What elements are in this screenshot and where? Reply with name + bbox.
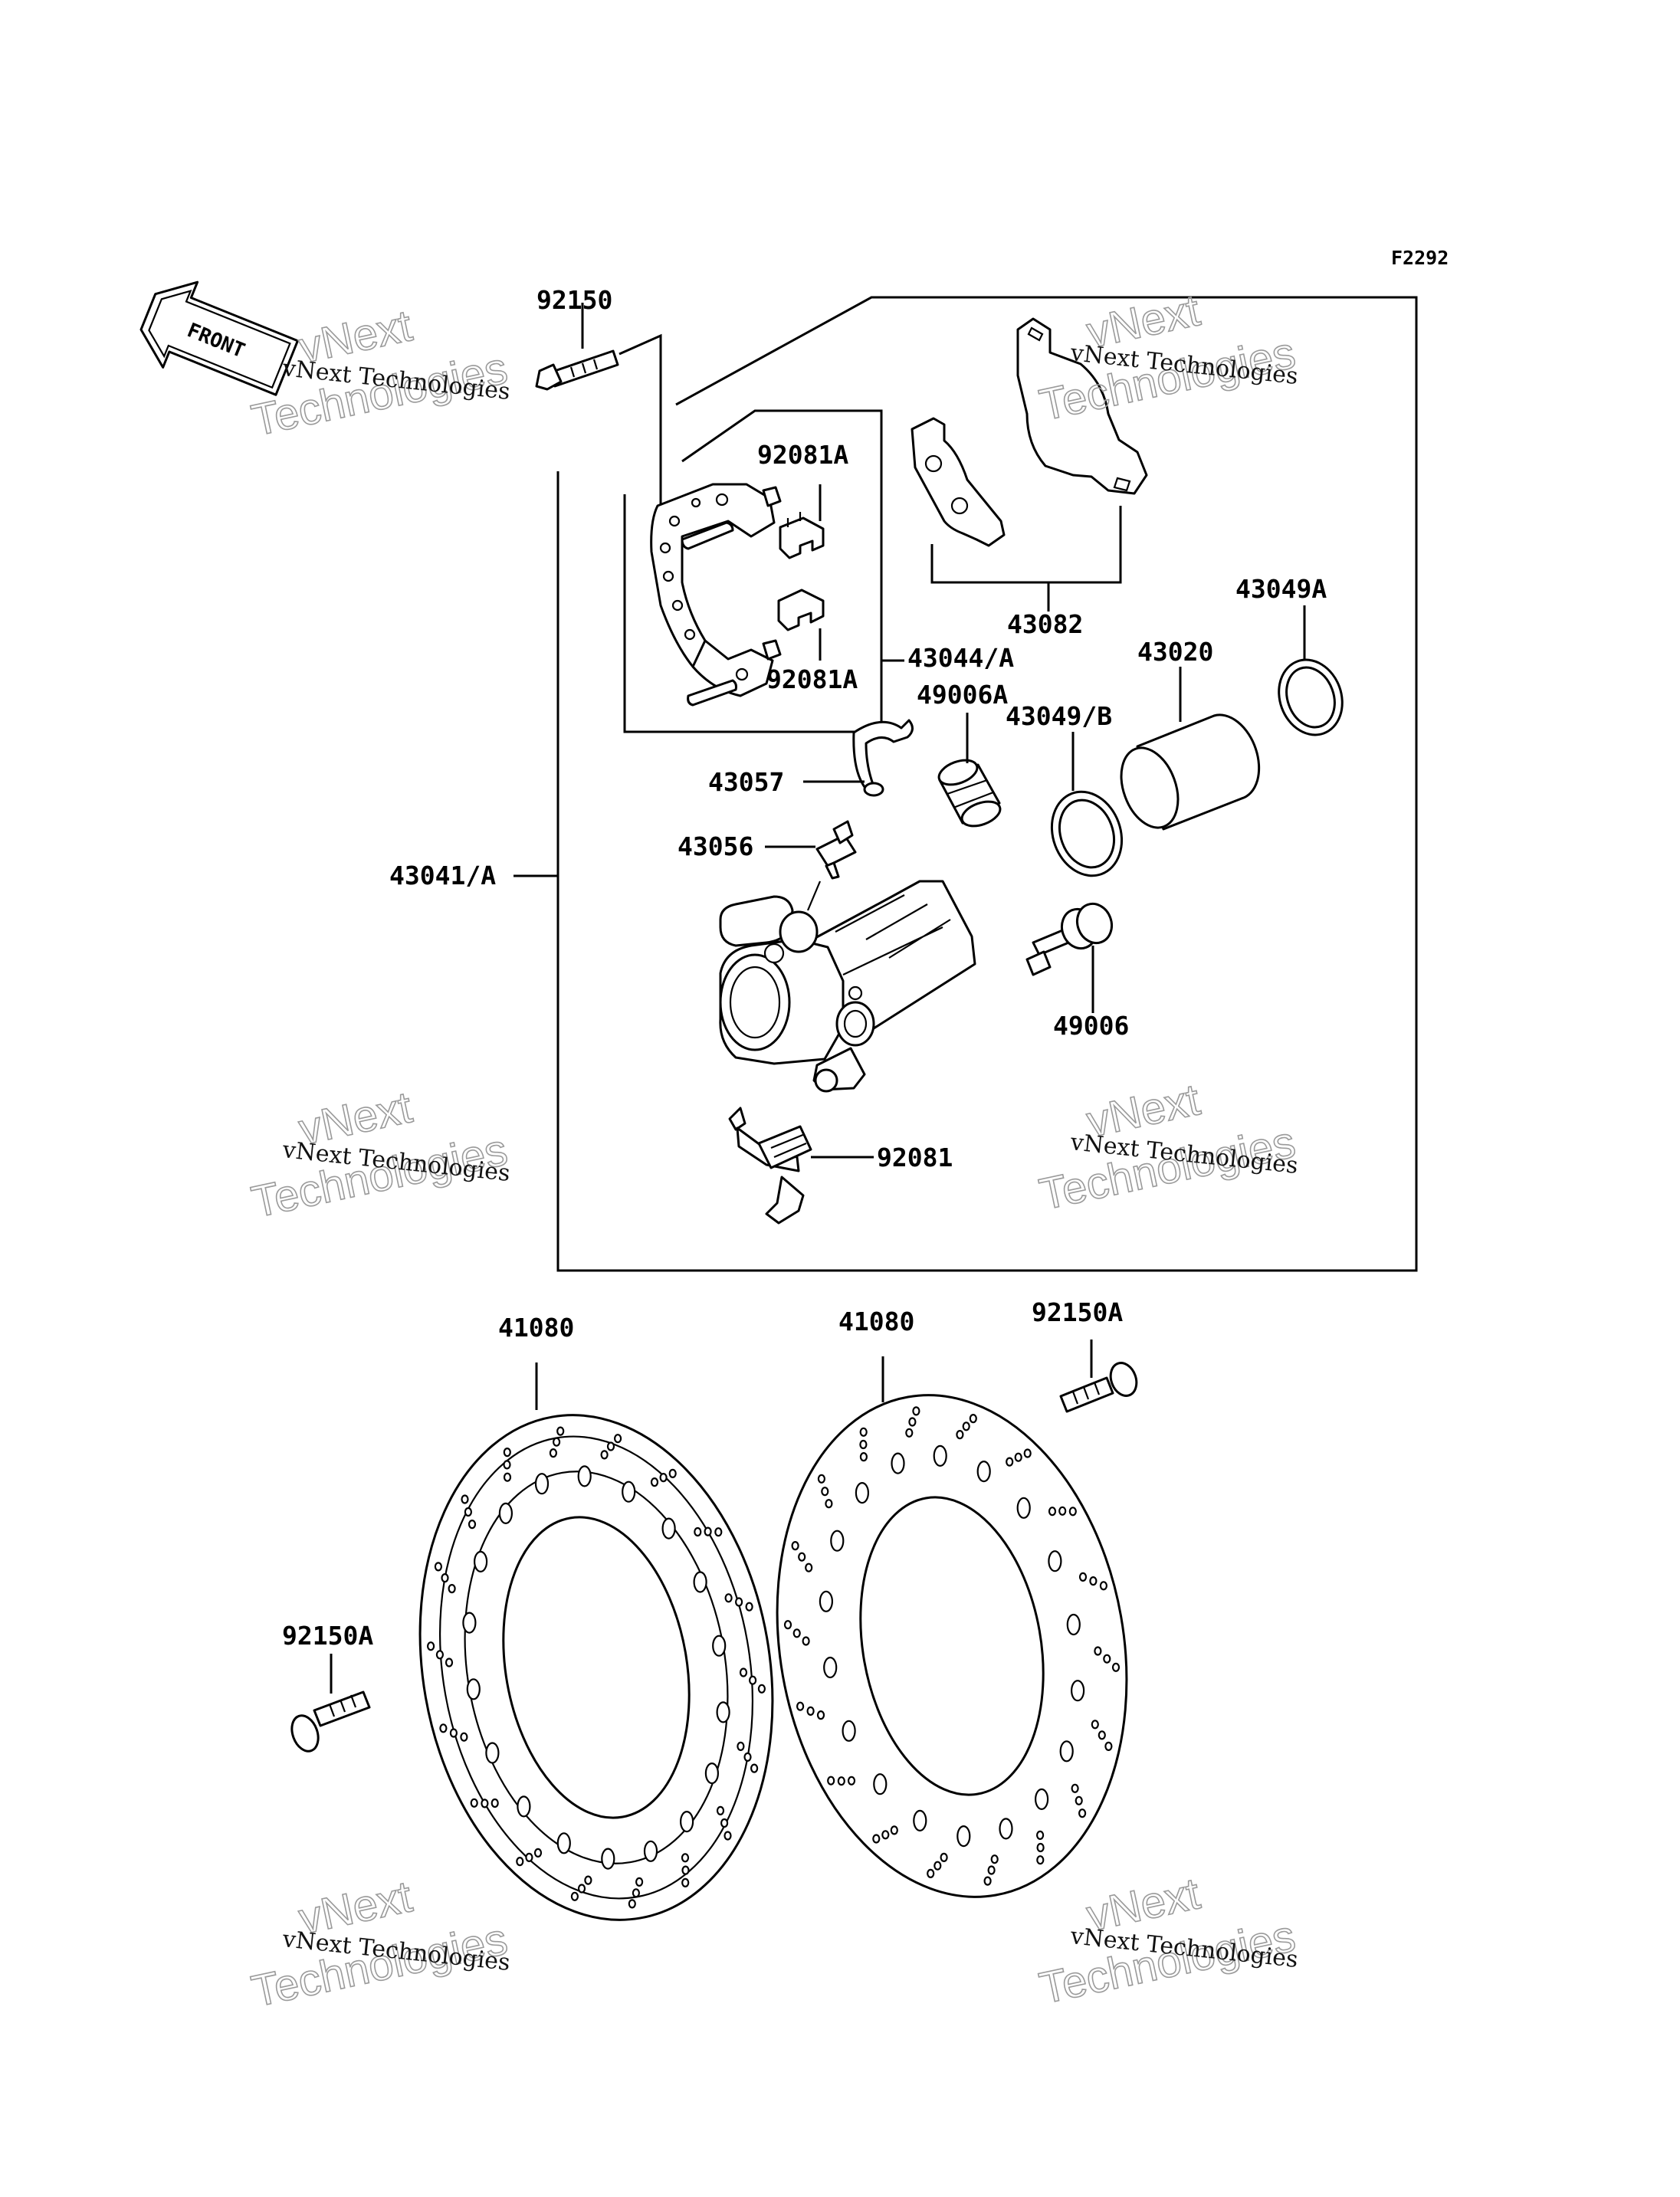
label-92081A-top: 92081A (757, 440, 848, 470)
pad-spring-92081A-top-icon (779, 512, 825, 559)
slide-pin-49006-icon (1025, 902, 1114, 976)
label-49006: 49006 (1053, 1011, 1129, 1041)
caliper-body-icon (719, 880, 976, 1093)
label-43056: 43056 (678, 831, 753, 861)
brake-disc-left-icon (418, 1414, 774, 1921)
label-43057: 43057 (708, 767, 784, 797)
pad-spring-92081-icon (728, 1107, 812, 1225)
bolt-92150-icon (535, 349, 619, 391)
label-49006A: 49006A (917, 680, 1008, 710)
brake-pad-left-icon (911, 417, 1006, 547)
label-43082: 43082 (1007, 609, 1083, 639)
bleeder-valve-43056-icon (806, 820, 857, 911)
front-arrow-icon: FRONT (139, 280, 299, 396)
label-92150: 92150 (536, 285, 612, 315)
bolt-92150A-top-icon (1059, 1362, 1138, 1413)
label-92081A-bottom: 92081A (766, 664, 858, 694)
label-43020: 43020 (1137, 637, 1213, 667)
label-41080-right: 41080 (838, 1307, 914, 1336)
pad-spring-92081A-bottom-icon (777, 589, 825, 631)
diagram-code: F2292 (1391, 247, 1449, 269)
label-43041A: 43041/A (389, 861, 496, 890)
brake-disc-right-icon (776, 1394, 1128, 1898)
watermark-3: vNext Technologies vNext Technologies (247, 1081, 512, 1228)
boot-49006A-icon (937, 759, 1002, 828)
seal-43049A-icon (1278, 658, 1344, 736)
piston-43020-icon (1120, 713, 1261, 831)
caliper-assembly-outline (556, 296, 1418, 1272)
watermark-5: vNext Technologies vNext Technologies (247, 1871, 512, 2017)
bleeder-cap-43057-icon (852, 719, 914, 797)
label-92081: 92081 (877, 1143, 953, 1172)
label-43049A: 43049A (1235, 574, 1327, 604)
bolt-92150A-left-icon (290, 1690, 371, 1753)
bracket-subassembly-outline (623, 409, 883, 733)
label-41080-left: 41080 (498, 1313, 574, 1343)
label-92150A-top: 92150A (1032, 1297, 1123, 1327)
seal-43049B-icon (1050, 790, 1124, 877)
watermark-2: vNext Technologies vNext Technologies (1035, 284, 1300, 431)
watermark-1: vNext Technologies vNext Technologies (247, 300, 512, 446)
label-92150A-left: 92150A (282, 1621, 373, 1651)
label-43044A: 43044/A (907, 643, 1014, 673)
watermark-4: vNext Technologies vNext Technologies (1035, 1074, 1300, 1220)
brake-pad-right-icon (1016, 317, 1148, 495)
bracket-43044-icon (650, 483, 782, 707)
label-43049B: 43049/B (1006, 701, 1112, 731)
watermark-6: vNext Technologies vNext Technologies (1035, 1867, 1300, 2014)
